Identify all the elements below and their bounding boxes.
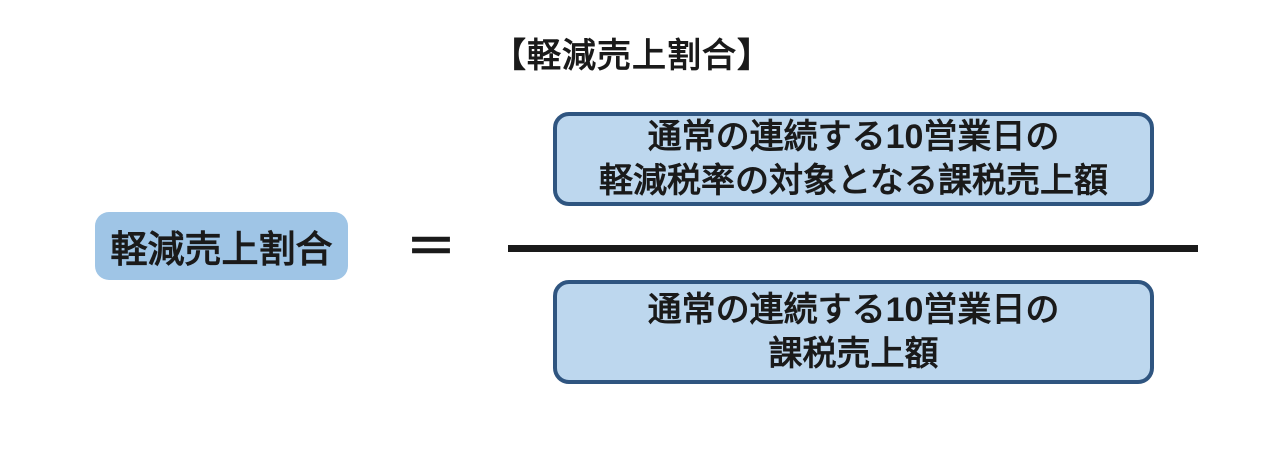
equals-sign: ＝ <box>406 219 456 275</box>
numerator-line1: 通常の連続する10営業日の <box>647 118 1060 156</box>
ratio-label: 軽減売上割合 <box>110 229 333 270</box>
denominator-line2: 課税売上額 <box>768 335 939 373</box>
numerator-box: 通常の連続する10営業日の 軽減税率の対象となる課税売上額 <box>553 112 1154 206</box>
ratio-label-box: 軽減売上割合 <box>95 212 348 280</box>
denominator-line1: 通常の連続する10営業日の <box>647 291 1060 329</box>
diagram-title: 【軽減売上割合】 <box>492 37 772 75</box>
numerator-line2: 軽減税率の対象となる課税売上額 <box>599 162 1108 200</box>
denominator-box: 通常の連続する10営業日の 課税売上額 <box>553 280 1154 384</box>
fraction-bar <box>508 245 1198 252</box>
